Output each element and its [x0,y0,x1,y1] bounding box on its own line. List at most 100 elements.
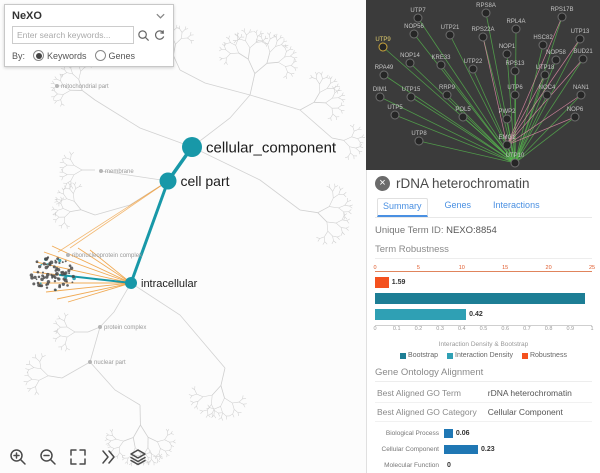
network-node-label: NOP6 [567,107,584,113]
tree-node[interactable] [159,172,177,190]
tab-summary[interactable]: Summary [377,198,428,217]
network-node[interactable] [542,90,552,100]
radio-keywords[interactable]: Keywords [33,50,87,61]
robustness-axis-title: Interaction Density & Bootstrap [438,341,529,348]
layers-icon[interactable] [128,447,148,467]
radio-keywords-dot[interactable] [33,50,45,61]
network-node[interactable] [502,49,512,59]
tree-node-minor[interactable] [88,360,92,364]
network-node-label: RPS17B [550,7,573,13]
network-node[interactable] [468,64,478,74]
network-node[interactable] [570,112,580,122]
network-node-label: EMG1 [498,135,516,141]
network-node[interactable] [405,58,415,68]
network-node-label: RPS8A [476,3,496,9]
network-node[interactable] [458,112,468,122]
network-node[interactable] [511,24,521,34]
refresh-icon[interactable] [153,29,166,42]
fit-to-screen-icon[interactable] [68,447,88,467]
tab-genes[interactable]: Genes [444,200,472,210]
network-node[interactable] [414,136,424,146]
tree-node-minor[interactable] [55,84,59,88]
network-node[interactable] [478,32,488,42]
network-node[interactable] [538,40,548,50]
network-node-label: NOP58 [546,50,566,56]
network-node-label: UTP6 [507,85,523,91]
close-icon[interactable]: × [375,176,390,191]
network-node-label: UTP22 [464,59,483,65]
radio-genes-dot[interactable] [94,50,106,61]
network-node[interactable] [510,66,520,76]
network-node[interactable] [379,70,389,80]
network-node[interactable] [445,30,455,40]
go-row-category: Best Aligned GO Category Cellular Compon… [375,403,592,422]
network-node-label: HSC82 [533,35,553,41]
network-node-label: KRE33 [431,55,451,61]
network-node[interactable] [540,70,550,80]
tree-node-minor[interactable] [98,325,102,329]
radio-genes[interactable]: Genes [94,50,135,61]
network-node[interactable] [557,12,567,22]
network-node-label: UTP18 [536,65,555,71]
tree-node-label: mitochondrial part [61,84,109,90]
network-node[interactable] [575,34,585,44]
detail-tabs: Summary Genes Interactions [375,198,592,218]
network-node-label: UTP21 [441,25,460,31]
network-node[interactable] [510,158,520,168]
collapse-chevron-icon[interactable] [155,12,166,20]
network-node[interactable] [442,90,452,100]
bar-bootstrap [375,293,592,304]
term-title: rDNA heterochromatin [396,176,530,191]
expand-chevrons-icon[interactable] [98,447,118,467]
ontology-tree[interactable]: mitochondrial partmembraneribonucleoprot… [0,0,366,473]
bar-interaction-density: 0.42 [375,309,592,320]
network-node-label: NOP14 [400,53,420,59]
network-node[interactable] [502,114,512,124]
network-node-label: NOP56 [404,24,424,30]
network-node[interactable] [578,54,588,64]
network-node[interactable] [378,42,388,52]
network-node-label: RPS22A [471,27,494,33]
tab-interactions[interactable]: Interactions [493,200,540,210]
go-row-term: Best Aligned GO Term rDNA heterochromati… [375,384,592,403]
network-node[interactable] [481,8,491,18]
network-node-label: UTP9 [375,37,391,43]
tree-toolbar [8,447,148,467]
bar-robustness: 1.59 [375,277,592,288]
search-input[interactable] [12,26,134,44]
tree-node-minor[interactable] [66,253,70,257]
app-title: NeXO [12,10,42,22]
network-node[interactable] [502,140,512,150]
network-node-label: BUD21 [573,49,593,55]
network-node[interactable] [375,92,385,102]
network-node-label: UTP8 [411,131,427,137]
zoom-in-icon[interactable] [8,447,28,467]
network-node[interactable] [409,29,419,39]
tree-node[interactable] [125,277,137,289]
network-node[interactable] [551,55,561,65]
tree-node-label: protein complex [104,325,146,331]
network-node[interactable] [510,90,520,100]
zoom-out-icon[interactable] [38,447,58,467]
network-node-label: NOP1 [499,44,516,50]
network-node[interactable] [406,92,416,102]
network-node[interactable] [436,60,446,70]
network-node[interactable] [390,110,400,120]
tree-node[interactable] [182,137,202,157]
tree-node-label: cell part [181,173,230,189]
network-node[interactable] [413,13,423,23]
network-node[interactable] [576,90,586,100]
search-icon[interactable] [137,29,150,42]
term-detail-panel: × rDNA heterochromatin Summary Genes Int… [366,170,600,473]
tree-node-minor[interactable] [99,169,103,173]
network-node-label: POL5 [455,107,471,113]
